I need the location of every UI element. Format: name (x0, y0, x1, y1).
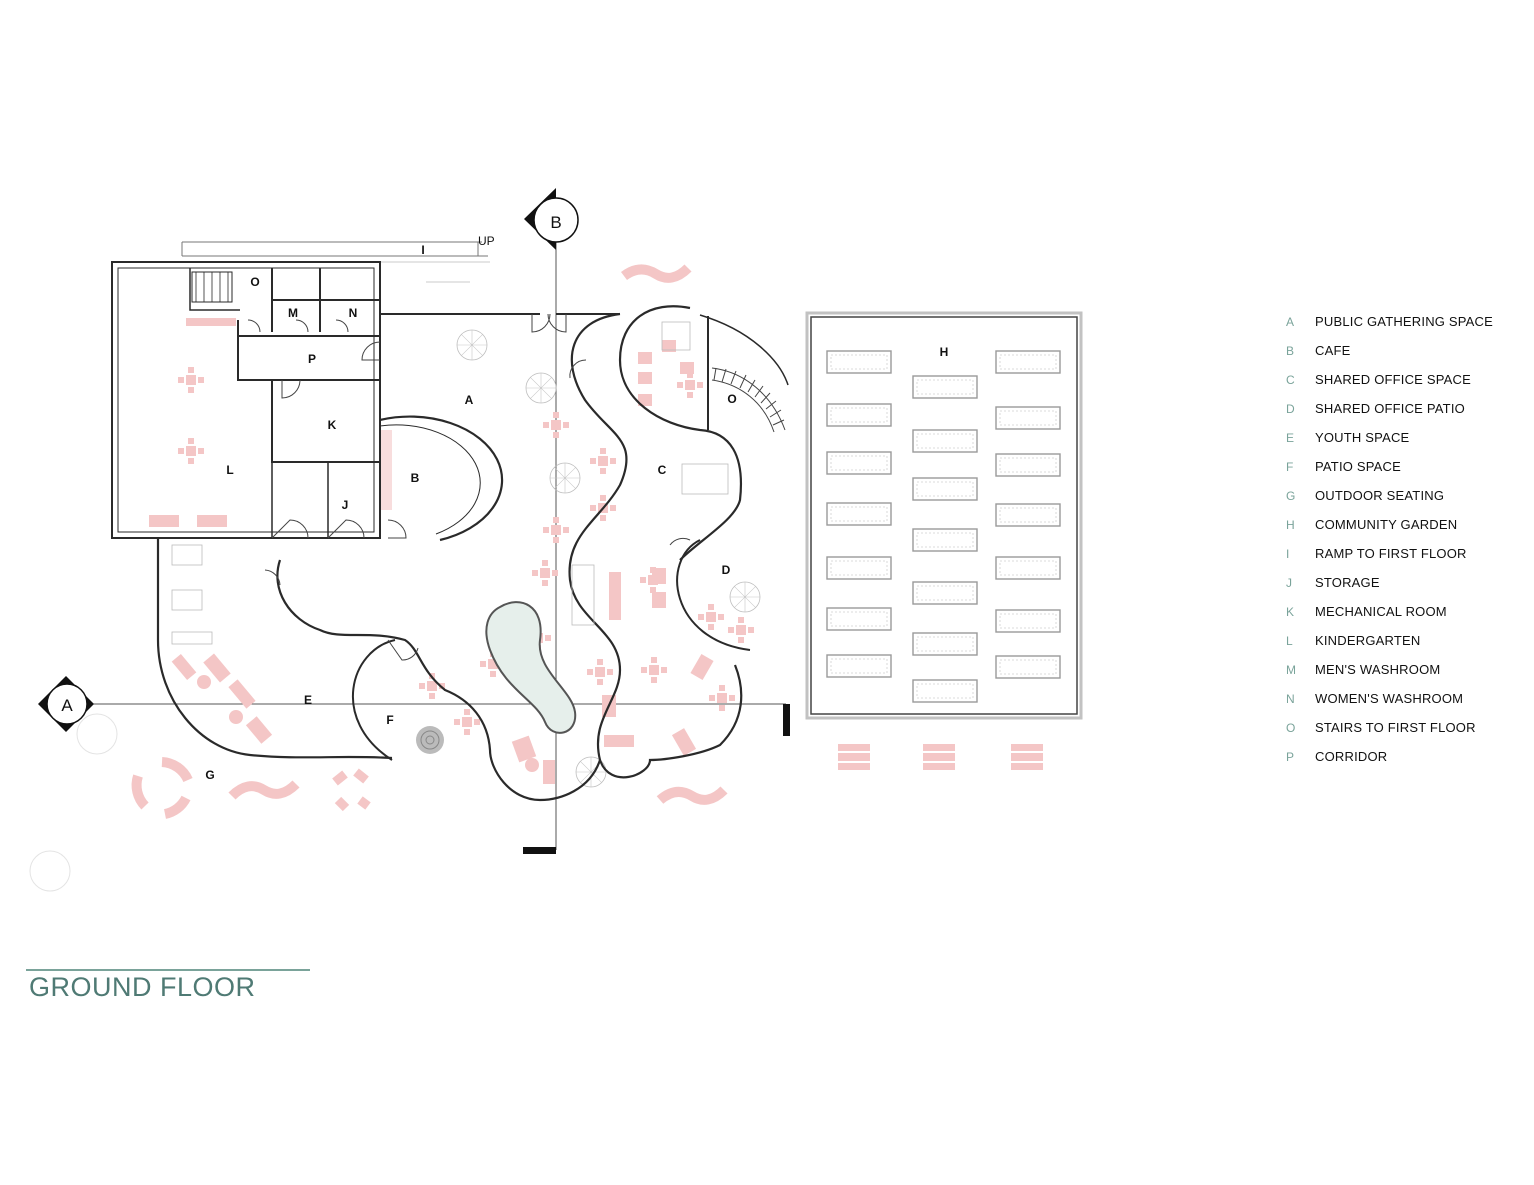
legend-item: G OUTDOOR SEATING (1286, 481, 1526, 510)
room-label-i: I (421, 243, 424, 257)
legend-letter: A (1286, 314, 1295, 329)
legend-letter: I (1286, 546, 1290, 561)
legend-name: CAFE (1315, 343, 1351, 358)
room-label-o-right: O (727, 392, 736, 406)
legend-letter: H (1286, 517, 1295, 532)
room-label-a: A (465, 393, 474, 407)
legend-letter: B (1286, 343, 1295, 358)
room-label-c: C (658, 463, 667, 477)
section-line-a (29, 676, 790, 892)
legend-letter: F (1286, 459, 1294, 474)
legend-letter: D (1286, 401, 1295, 416)
legend-item: B CAFE (1286, 336, 1526, 365)
room-label-k: K (328, 418, 337, 432)
room-label-e: E (304, 693, 312, 707)
legend-item: N WOMEN'S WASHROOM (1286, 684, 1526, 713)
room-label-h: H (940, 345, 949, 359)
legend-item: O STAIRS TO FIRST FLOOR (1286, 713, 1526, 742)
room-label-m: M (288, 306, 298, 320)
room-label-p: P (308, 352, 316, 366)
walls (111, 261, 789, 802)
legend-name: SHARED OFFICE PATIO (1315, 401, 1465, 416)
section-marker-b: B (550, 213, 561, 232)
legend-name: STAIRS TO FIRST FLOOR (1315, 720, 1476, 735)
legend-name: SHARED OFFICE SPACE (1315, 372, 1471, 387)
furniture-layer (131, 264, 1043, 819)
legend-item: I RAMP TO FIRST FLOOR (1286, 539, 1526, 568)
room-label-f: F (386, 713, 393, 727)
legend-item: M MEN'S WASHROOM (1286, 655, 1526, 684)
legend-name: WOMEN'S WASHROOM (1315, 691, 1464, 706)
legend-item: E YOUTH SPACE (1286, 423, 1526, 452)
legend-letter: K (1286, 604, 1295, 619)
legend-item: D SHARED OFFICE PATIO (1286, 394, 1526, 423)
central-planter (485, 601, 577, 734)
office-desks (171, 321, 729, 645)
legend: A PUBLIC GATHERING SPACE B CAFE C SHARED OFFI… (1286, 307, 1526, 771)
legend-letter: J (1286, 575, 1292, 590)
room-label-n: N (349, 306, 358, 320)
legend-letter: G (1286, 488, 1296, 503)
ramp-up-label: UP (478, 234, 495, 248)
room-label-d: D (722, 563, 731, 577)
legend-name: COMMUNITY GARDEN (1315, 517, 1458, 532)
page-title: GROUND FLOOR (29, 972, 256, 1002)
legend-name: PUBLIC GATHERING SPACE (1315, 314, 1494, 329)
tree-layer (416, 329, 761, 788)
legend-name: PATIO SPACE (1315, 459, 1401, 474)
section-marker-a: A (61, 696, 73, 715)
legend-letter: L (1286, 633, 1293, 648)
legend-name: OUTDOOR SEATING (1315, 488, 1445, 503)
legend-name: CORRIDOR (1315, 749, 1388, 764)
room-label-b: B (411, 471, 420, 485)
doors (247, 313, 691, 661)
legend-item: P CORRIDOR (1286, 742, 1526, 771)
legend-item: H COMMUNITY GARDEN (1286, 510, 1526, 539)
legend-item: K MECHANICAL ROOM (1286, 597, 1526, 626)
legend-letter: C (1286, 372, 1295, 387)
legend-item: C SHARED OFFICE SPACE (1286, 365, 1526, 394)
section-line-b (523, 188, 579, 854)
legend-name: MECHANICAL ROOM (1315, 604, 1447, 619)
legend-item: L KINDERGARTEN (1286, 626, 1526, 655)
room-label-j: J (342, 498, 349, 512)
legend-letter: P (1286, 749, 1295, 764)
community-garden (805, 311, 1083, 720)
room-label-g: G (205, 768, 214, 782)
room-label-o-left: O (250, 275, 259, 289)
legend-item: A PUBLIC GATHERING SPACE (1286, 307, 1526, 336)
legend-letter: N (1286, 691, 1295, 706)
legend-name: KINDERGARTEN (1315, 633, 1421, 648)
legend-letter: M (1286, 662, 1296, 677)
legend-item: F PATIO SPACE (1286, 452, 1526, 481)
room-label-l: L (226, 463, 233, 477)
title-rule (26, 969, 310, 971)
legend-name: MEN'S WASHROOM (1315, 662, 1441, 677)
ramp (181, 241, 490, 283)
legend-letter: O (1286, 720, 1296, 735)
legend-name: RAMP TO FIRST FLOOR (1315, 546, 1467, 561)
legend-letter: E (1286, 430, 1295, 445)
stairs-right (711, 367, 786, 433)
legend-item: J STORAGE (1286, 568, 1526, 597)
legend-name: STORAGE (1315, 575, 1380, 590)
legend-name: YOUTH SPACE (1315, 430, 1410, 445)
